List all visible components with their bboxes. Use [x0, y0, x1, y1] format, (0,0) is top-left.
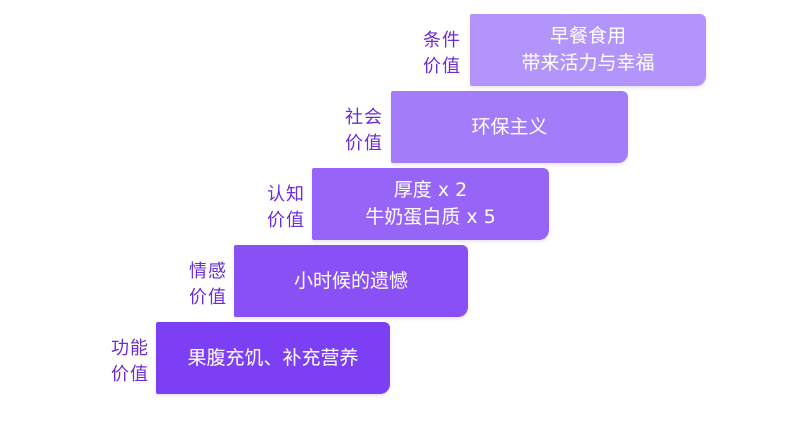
step-label-line: 社会 — [345, 107, 383, 128]
step-content-line: 环保主义 — [471, 115, 548, 138]
step-label: 功能 价值 — [103, 336, 149, 388]
step-label-line: 价值 — [423, 56, 461, 77]
step-box: 早餐食用 带来活力与幸福 — [470, 14, 706, 86]
step-label-line: 认知 — [267, 184, 305, 205]
step-label-line: 情感 — [189, 261, 227, 282]
step-label-line: 价值 — [189, 287, 227, 308]
step-box: 厚度 x 2 牛奶蛋白质 x 5 — [312, 168, 549, 240]
step-label-line: 价值 — [111, 364, 149, 385]
step-label: 情感 价值 — [181, 259, 227, 311]
step-label-line: 功能 — [111, 338, 149, 359]
step-box: 环保主义 — [391, 91, 628, 163]
step-content-line: 厚度 x 2 — [393, 179, 468, 201]
step-label-line: 条件 — [423, 30, 461, 51]
step-label: 社会 价值 — [337, 105, 383, 157]
step-content-line: 带来活力与幸福 — [521, 52, 655, 74]
step-content-line: 小时候的遗憾 — [293, 269, 408, 292]
step-label: 条件 价值 — [415, 28, 461, 80]
step-label-line: 价值 — [345, 133, 383, 154]
step-label: 认知 价值 — [259, 182, 305, 234]
step-content-line: 果腹充饥、补充营养 — [187, 346, 359, 369]
step-label-line: 价值 — [267, 210, 305, 231]
step-content-line: 牛奶蛋白质 x 5 — [365, 206, 496, 228]
step-box: 小时候的遗憾 — [234, 245, 468, 317]
step-content-line: 早餐食用 — [549, 25, 626, 47]
step-box: 果腹充饥、补充营养 — [156, 322, 390, 394]
